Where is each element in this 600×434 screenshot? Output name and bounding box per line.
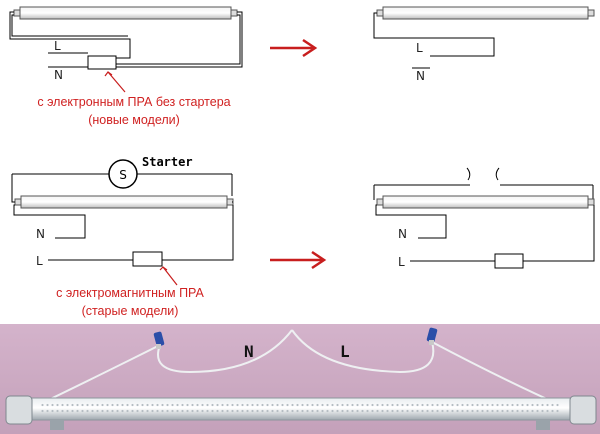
label-n: N xyxy=(416,69,425,83)
label-n: N xyxy=(398,227,407,241)
caption-electronic-line2: (новые модели) xyxy=(88,113,180,127)
photo-label-l: L xyxy=(340,342,350,361)
caption-magnetic-line2: (старые модели) xyxy=(82,304,179,318)
fluorescent-tube xyxy=(19,6,232,20)
electronic-ballast-box xyxy=(87,55,117,70)
starter-label: Starter xyxy=(142,155,193,169)
led-tube-photo xyxy=(0,324,600,434)
caption-magnetic-line1: с электромагнитным ПРА xyxy=(56,286,204,300)
label-n: N xyxy=(54,68,63,82)
diagram-electronic-ballast xyxy=(9,6,243,93)
wire-connector-icon xyxy=(426,327,438,345)
arrow-icon xyxy=(270,38,318,58)
fluorescent-tube xyxy=(20,195,228,209)
label-l: L xyxy=(36,254,43,268)
starter-symbol-label: S xyxy=(119,168,127,182)
led-tube xyxy=(382,195,589,209)
label-l: L xyxy=(416,41,423,55)
magnetic-ballast-box xyxy=(132,251,163,267)
photo-label-n: N xyxy=(244,342,254,361)
starter-symbol xyxy=(108,159,138,189)
led-tube xyxy=(382,6,589,20)
arrow-icon xyxy=(270,250,327,270)
label-n: N xyxy=(36,227,45,241)
label-l: L xyxy=(398,255,405,269)
caption-electronic-line1: с электронным ПРА без стартера xyxy=(37,95,230,109)
diagram-magnetic-ballast xyxy=(11,159,234,286)
ballast-box xyxy=(494,253,524,269)
diagram-led-direct-magnetic xyxy=(373,167,595,269)
label-l: L xyxy=(54,39,61,53)
diagram-led-direct-electronic xyxy=(373,6,595,69)
wire-connector-icon xyxy=(153,331,165,349)
